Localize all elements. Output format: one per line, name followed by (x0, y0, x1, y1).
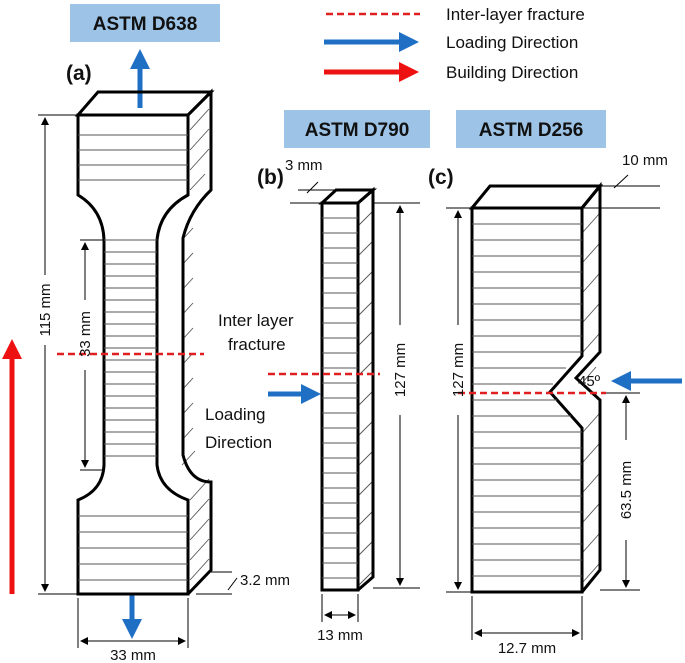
specimen-c-top-face (468, 184, 604, 210)
panel-c: (c) 45º 10 mm 127 mm (428, 152, 682, 657)
dim-a-length-text: 115 mm (37, 283, 54, 336)
dimension-b-length: 127 mm (373, 202, 420, 589)
specimen-c-layers (472, 223, 582, 577)
dim-b-thickness-text: 3 mm (285, 157, 323, 174)
standard-d638-text: ASTM D638 (93, 14, 198, 35)
standard-d256-text: ASTM D256 (479, 120, 584, 141)
dimension-c-thickness: 10 mm (582, 152, 668, 209)
note-b-loading-line2: Direction (205, 433, 272, 452)
dimension-a-thickness: 3.2 mm (196, 571, 290, 595)
specimen-a-front-face (76, 113, 190, 596)
legend-building-label: Building Direction (446, 63, 578, 82)
standard-d790-text: ASTM D790 (305, 120, 410, 141)
note-b-fracture-line2: fracture (228, 335, 286, 354)
specimen-a-side-face (181, 88, 213, 596)
dimension-b-width: 13 mm (317, 594, 363, 644)
dimension-a-width: 33 mm (77, 598, 189, 663)
panel-c-label: (c) (428, 166, 454, 189)
note-b-loading-line1: Loading (205, 405, 266, 424)
dim-a-width-text: 33 mm (110, 647, 156, 663)
legend: Inter-layer fracture Loading Direction B… (324, 5, 585, 82)
dim-b-width-text: 13 mm (317, 627, 363, 644)
dimension-c-width: 12.7 mm (471, 596, 583, 657)
specimen-b-front-face (320, 201, 360, 592)
dim-c-notch-position-text: 63.5 mm (618, 461, 635, 519)
panel-b: (b) Inter layer fracture Loading Directi… (205, 157, 420, 644)
dimension-b-thickness: 3 mm (285, 157, 336, 204)
dimension-c-length: 127 mm (446, 207, 472, 593)
panel-a: (a) 115 mm (2, 49, 290, 663)
dim-a-gauge-text: 33 mm (77, 311, 94, 357)
standard-label-d638: ASTM D638 (70, 4, 220, 42)
specimen-c-front-face (470, 206, 584, 594)
dimension-a-length: 115 mm (37, 114, 78, 595)
dimension-a-gauge: 33 mm (77, 239, 104, 471)
specimen-a-layers (78, 134, 188, 581)
panel-b-label: (b) (257, 166, 284, 189)
legend-fracture-label: Inter-layer fracture (446, 5, 585, 24)
standard-label-d256: ASTM D256 (456, 110, 606, 148)
note-b-fracture-line1: Inter layer (218, 311, 294, 330)
dim-b-length-text: 127 mm (392, 343, 409, 397)
specimen-b-layers (322, 217, 358, 579)
dim-c-length-text: 127 mm (450, 343, 467, 397)
panel-a-label: (a) (66, 62, 92, 85)
dim-a-thickness-text: 3.2 mm (240, 572, 290, 589)
legend-loading-label: Loading Direction (446, 33, 578, 52)
dimension-c-notch-position: 63.5 mm (600, 392, 640, 591)
standard-label-d790: ASTM D790 (284, 110, 430, 148)
dim-c-width-text: 12.7 mm (498, 640, 556, 657)
dim-c-thickness-text: 10 mm (622, 152, 668, 169)
dim-c-notch-angle-text: 45º (578, 373, 601, 390)
specimen-b-side-face (357, 186, 375, 592)
